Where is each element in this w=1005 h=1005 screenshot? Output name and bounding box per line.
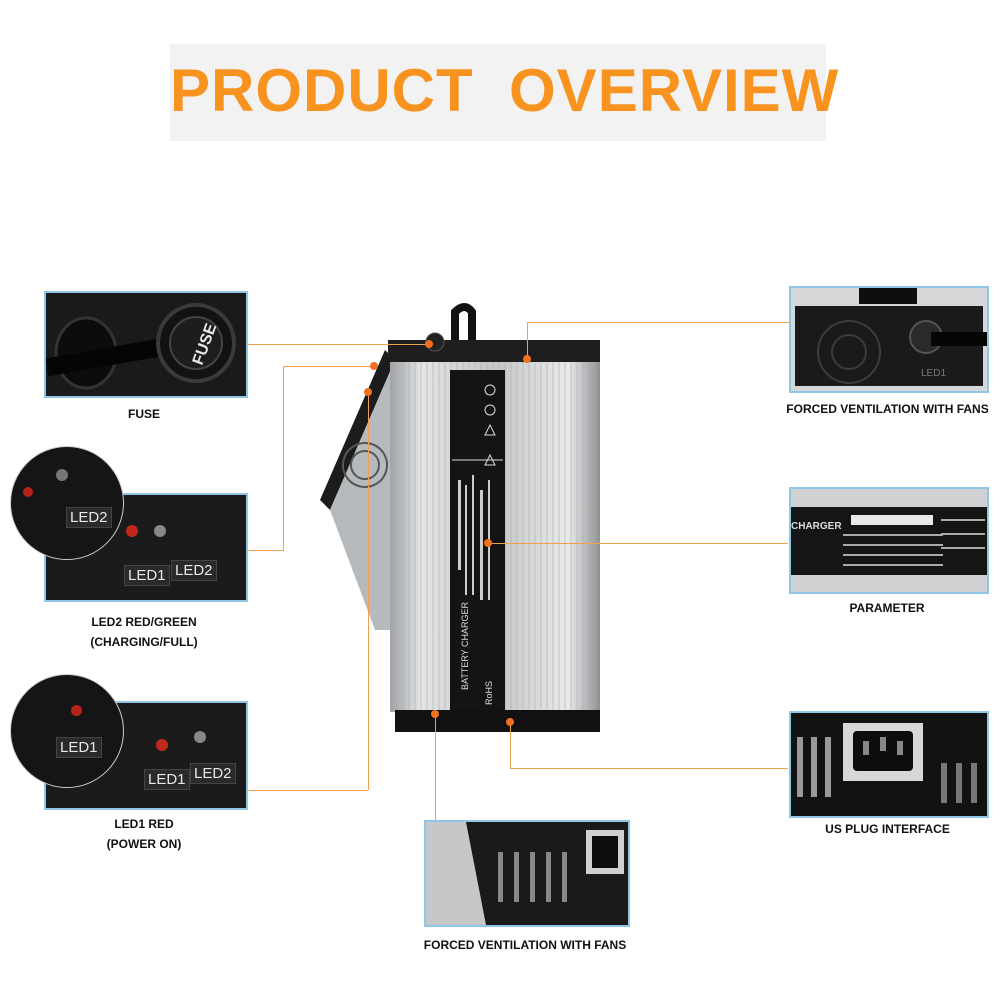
parameter-label: CHARGER — [791, 521, 842, 532]
led1-zoom-label: LED1 — [56, 737, 102, 758]
led1-caption-line1: LED1 RED — [114, 817, 174, 831]
led2-caption-line1: LED2 RED/GREEN — [91, 615, 197, 629]
led1-caption-line2: (POWER ON) — [106, 837, 182, 851]
fan-end-detail-image: LED1 — [789, 286, 989, 393]
led1-label: LED1 — [144, 769, 190, 790]
fuse-caption: FUSE — [127, 407, 160, 421]
fan-end-plate — [320, 350, 395, 510]
rohs-mark: RoHS — [484, 681, 494, 705]
parameter-detail-image: CHARGER — [789, 487, 989, 594]
led2-zoom-label: LED2 — [66, 507, 112, 528]
led2-caption-line2: (CHARGING/FULL) — [90, 635, 198, 649]
charger-illustration: BATTERY CHARGER RoHS — [320, 303, 600, 732]
fans-top-caption: FORCED VENTILATION WITH FANS — [786, 402, 989, 416]
fans-bottom-caption: FORCED VENTILATION WITH FANS — [423, 938, 627, 952]
led2-detail-image: LED1 LED2 — [44, 493, 248, 602]
title-banner — [170, 44, 826, 141]
charger-side-label: BATTERY CHARGER — [460, 601, 470, 690]
led1-label: LED1 — [124, 565, 170, 586]
fan-bottom-detail-image — [424, 820, 630, 927]
plug-detail-image — [789, 711, 989, 818]
fuse-detail-image: FUSE — [44, 291, 248, 398]
led2-label: LED2 — [171, 560, 217, 581]
fan-end-led-label: LED1 — [921, 368, 947, 379]
page-title: PRODUCT OVERVIEW — [170, 57, 840, 124]
bottom-cap — [395, 710, 600, 732]
parameter-caption: PARAMETER — [849, 601, 925, 615]
led2-label: LED2 — [190, 763, 236, 784]
power-cable — [451, 303, 476, 345]
led1-zoom-circle: LED1 — [10, 674, 124, 788]
plug-caption: US PLUG INTERFACE — [825, 822, 950, 836]
led2-zoom-circle: LED2 — [10, 446, 124, 560]
